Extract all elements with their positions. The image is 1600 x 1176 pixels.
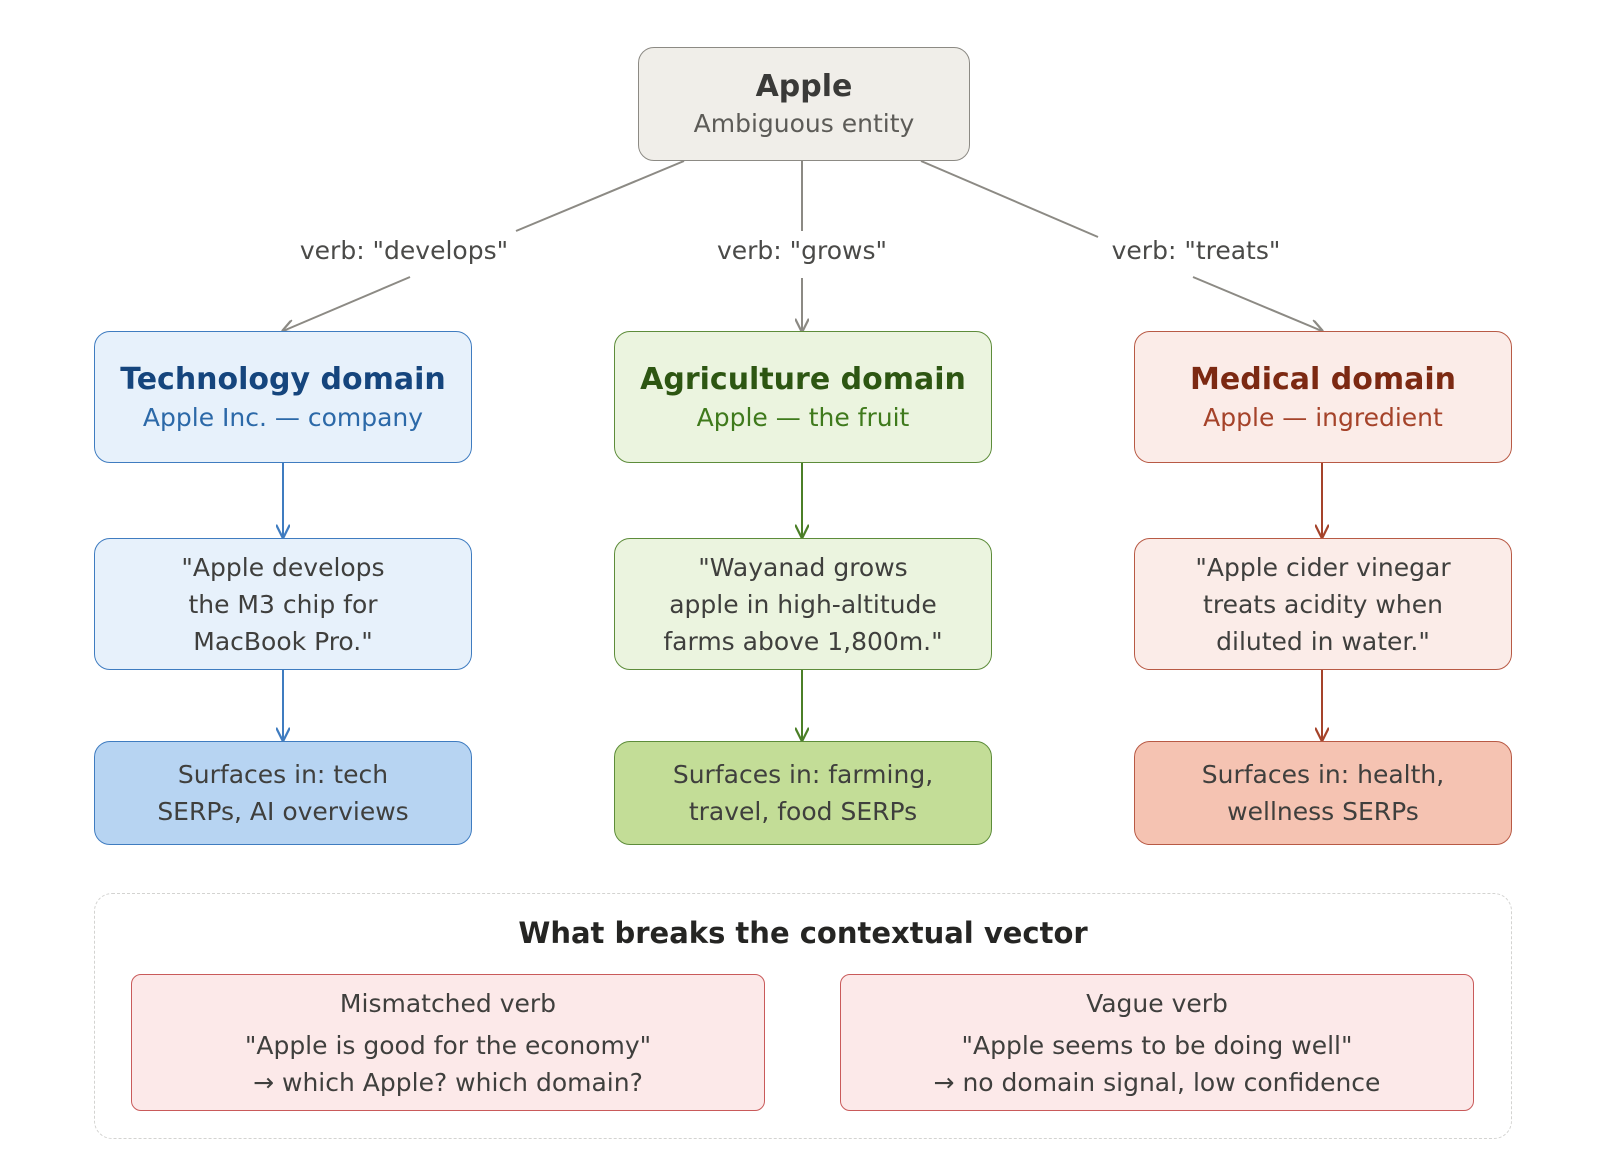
issue-line: → no domain signal, low confidence [933,1067,1381,1097]
edge-root-tech-upper [515,160,685,232]
issue-line: "Apple is good for the economy" [244,1030,652,1060]
domain-node-medical: Medical domain Apple — ingredient [1134,331,1512,463]
domain-node-agriculture: Agriculture domain Apple — the fruit [614,331,992,463]
example-line: MacBook Pro." [193,626,373,656]
example-line: "Wayanad grows [698,552,908,582]
issue-line: → which Apple? which domain? [253,1067,643,1097]
example-node-technology: "Apple develops the M3 chip for MacBook … [94,538,472,670]
surface-line: travel, food SERPs [688,797,918,826]
domain-subtitle: Apple Inc. — company [142,403,424,432]
verb-label-tech: verb: "develops" [293,236,515,265]
edge-root-med-upper [920,160,1099,238]
domain-title: Technology domain [120,362,446,397]
example-node-agriculture: "Wayanad grows apple in high-altitude fa… [614,538,992,670]
example-line: apple in high-altitude [669,589,937,619]
surface-line: SERPs, AI overviews [157,797,409,826]
surface-line: Surfaces in: farming, [672,760,934,789]
domain-title: Agriculture domain [640,362,966,397]
example-line: "Apple cider vinegar [1195,552,1451,582]
surface-line: wellness SERPs [1227,797,1419,826]
surface-line: Surfaces in: tech [177,760,389,789]
issue-vague-verb: Vague verb "Apple seems to be doing well… [840,974,1474,1111]
surface-node-technology: Surfaces in: tech SERPs, AI overviews [94,741,472,845]
breaks-title: What breaks the contextual vector [518,916,1088,950]
domain-subtitle: Apple — the fruit [696,403,910,432]
example-line: diluted in water." [1216,626,1430,656]
root-title: Apple [755,69,853,104]
edge-root-med-lower [1192,276,1322,331]
surface-node-agriculture: Surfaces in: farming, travel, food SERPs [614,741,992,845]
example-line: treats acidity when [1203,589,1443,619]
edge-root-tech-lower [283,276,411,331]
surface-line: Surfaces in: health, [1201,760,1445,789]
verb-label-med: verb: "treats" [1105,236,1287,265]
example-node-medical: "Apple cider vinegar treats acidity when… [1134,538,1512,670]
domain-title: Medical domain [1190,362,1456,397]
issue-line: "Apple seems to be doing well" [961,1030,1353,1060]
example-line: farms above 1,800m." [663,626,943,656]
issue-heading: Vague verb [1086,988,1228,1018]
root-subtitle: Ambiguous entity [693,109,915,138]
surface-node-medical: Surfaces in: health, wellness SERPs [1134,741,1512,845]
example-line: "Apple develops [181,552,385,582]
root-node: Apple Ambiguous entity [638,47,970,161]
domain-subtitle: Apple — ingredient [1203,403,1443,432]
verb-label-agri: verb: "grows" [710,236,894,265]
issue-heading: Mismatched verb [339,988,557,1018]
breaks-panel: What breaks the contextual vector Mismat… [94,893,1512,1139]
issue-mismatched-verb: Mismatched verb "Apple is good for the e… [131,974,765,1111]
domain-node-technology: Technology domain Apple Inc. — company [94,331,472,463]
example-line: the M3 chip for [188,589,378,619]
